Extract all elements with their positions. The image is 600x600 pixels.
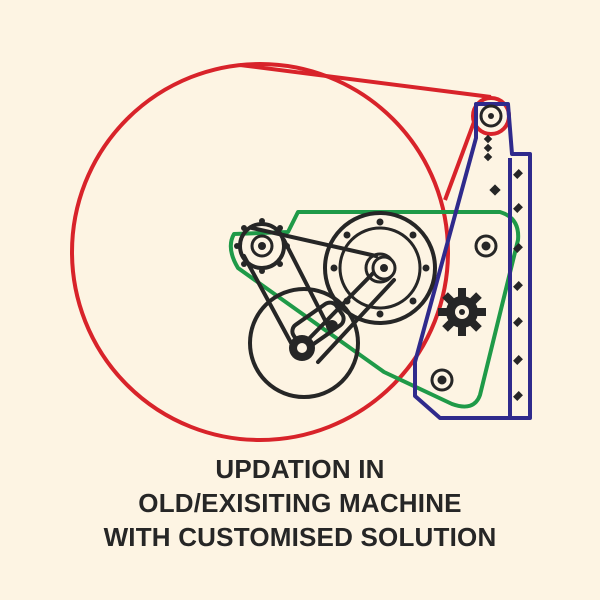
bracket-fasteners <box>483 134 523 401</box>
connecting-rod <box>289 300 346 361</box>
bracket-bosses <box>430 234 498 392</box>
large-red-wheel <box>70 62 450 442</box>
belt-top-run <box>239 63 492 99</box>
caption-line-1: UPDATION IN <box>215 454 385 484</box>
top-pulley <box>479 104 503 128</box>
belt-bottom-run <box>443 121 476 201</box>
caption: UPDATION IN OLD/EXISITING MACHINE WITH C… <box>0 452 600 554</box>
red-belt-pulley <box>70 62 511 442</box>
drive-belts <box>242 226 396 364</box>
caption-line-2: OLD/EXISITING MACHINE <box>138 488 462 518</box>
green-frame-plate <box>228 210 521 409</box>
blue-side-bracket <box>413 102 532 420</box>
drive-gear <box>323 211 437 325</box>
caption-line-3: WITH CUSTOMISED SOLUTION <box>103 522 497 552</box>
small-gear <box>438 288 486 336</box>
idler-sprocket <box>234 218 290 274</box>
drive-hub <box>371 255 397 281</box>
crank-wheel <box>248 287 360 399</box>
